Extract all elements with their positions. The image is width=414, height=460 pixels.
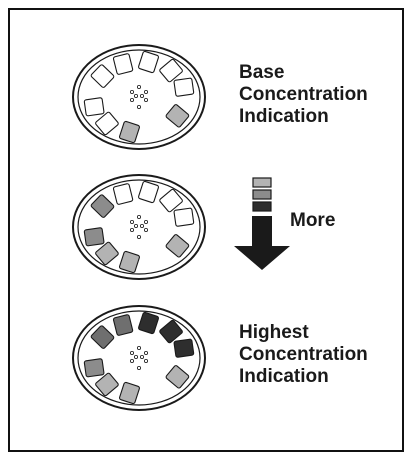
legend-square-dark	[252, 201, 272, 212]
dial-segment	[138, 50, 159, 74]
sensor-dot	[144, 359, 149, 364]
dial-inner-ring	[77, 49, 201, 145]
dial-segment	[119, 250, 140, 274]
indicator-dial-medium	[72, 174, 206, 280]
sensor-dot	[137, 85, 142, 90]
dial-segment	[159, 319, 183, 344]
dial-segment	[165, 104, 190, 128]
more-label: More	[290, 210, 336, 231]
sensor-dot	[144, 98, 149, 103]
sensor-dot	[140, 94, 145, 99]
dial-segment	[112, 53, 134, 75]
dial-segment	[173, 77, 195, 97]
sensor-dot	[137, 105, 142, 110]
legend-square-medium	[252, 189, 272, 200]
sensor-dot	[130, 220, 135, 225]
dial-segment	[165, 234, 190, 258]
base-concentration-label: Base Concentration Indication	[239, 62, 368, 128]
base-label-line-3: Indication	[239, 106, 329, 127]
dial-segment	[90, 194, 115, 218]
sensor-dot	[130, 228, 135, 233]
sensor-dot	[144, 228, 149, 233]
dial-segment	[95, 111, 119, 136]
dial-outer-ring	[72, 44, 206, 150]
dial-segment	[173, 338, 195, 358]
sensor-dot	[130, 351, 135, 356]
dial-segment	[138, 180, 159, 204]
dial-segment	[95, 241, 119, 266]
highest-label-line-2: Concentration	[239, 344, 368, 365]
diagram-frame: Base Concentration Indication More Highe…	[8, 8, 404, 452]
sensor-dot	[134, 94, 139, 99]
dial-segment	[165, 365, 190, 389]
sensor-dot	[137, 346, 142, 351]
sensor-dot	[140, 224, 145, 229]
highest-concentration-label: Highest Concentration Indication	[239, 322, 368, 388]
dial-segment	[95, 372, 119, 397]
base-label-line-2: Concentration	[239, 84, 368, 105]
sensor-dot	[144, 90, 149, 95]
base-label-line-1: Base	[239, 62, 285, 83]
dial-segment	[83, 358, 105, 378]
dial-segment	[138, 311, 159, 335]
dial-segment	[90, 64, 115, 88]
sensor-dot	[130, 90, 135, 95]
highest-label-line-3: Indication	[239, 366, 329, 387]
sensor-dot	[134, 355, 139, 360]
sensor-dot	[130, 98, 135, 103]
dial-segment	[119, 120, 140, 144]
sensor-dot	[137, 215, 142, 220]
dial-segment	[112, 314, 134, 336]
dial-segment	[119, 381, 140, 405]
indicator-dial-highest	[72, 305, 206, 411]
dial-segment	[112, 183, 134, 205]
dial-segment	[83, 227, 105, 247]
sensor-dot	[140, 355, 145, 360]
sensor-dot	[137, 366, 142, 371]
dial-inner-ring	[77, 310, 201, 406]
dial-segment	[173, 207, 195, 227]
sensor-dot	[130, 359, 135, 364]
down-arrow-icon	[234, 216, 290, 270]
more-arrow-graphic	[234, 177, 290, 270]
dial-segment	[90, 325, 115, 349]
dial-inner-ring	[77, 179, 201, 275]
indicator-dial-base	[72, 44, 206, 150]
sensor-dot	[137, 235, 142, 240]
sensor-dot	[144, 351, 149, 356]
highest-label-line-1: Highest	[239, 322, 309, 343]
sensor-dot	[144, 220, 149, 225]
dial-segment	[83, 97, 105, 117]
dial-outer-ring	[72, 174, 206, 280]
sensor-dot	[134, 224, 139, 229]
legend-square-light	[252, 177, 272, 188]
dial-segment	[159, 188, 183, 213]
dial-outer-ring	[72, 305, 206, 411]
dial-segment	[159, 58, 183, 83]
